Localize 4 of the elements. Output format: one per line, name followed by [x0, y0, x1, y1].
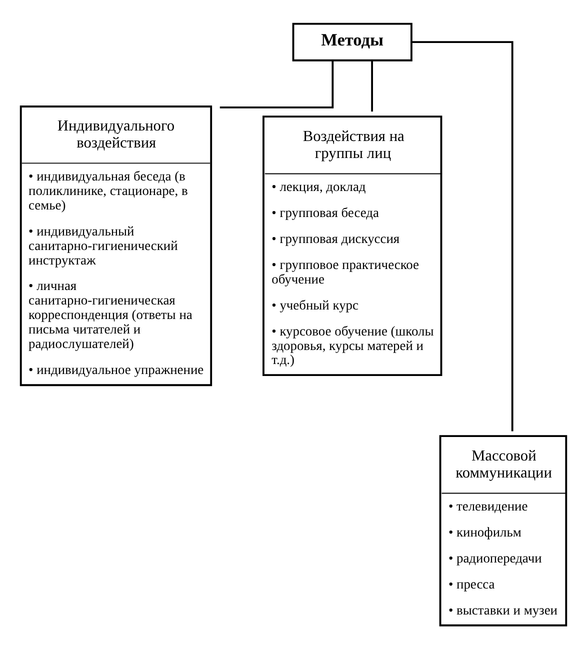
connector [220, 60, 334, 108]
connector [371, 60, 373, 112]
node-box: Методы [292, 22, 412, 62]
connector [411, 41, 514, 432]
